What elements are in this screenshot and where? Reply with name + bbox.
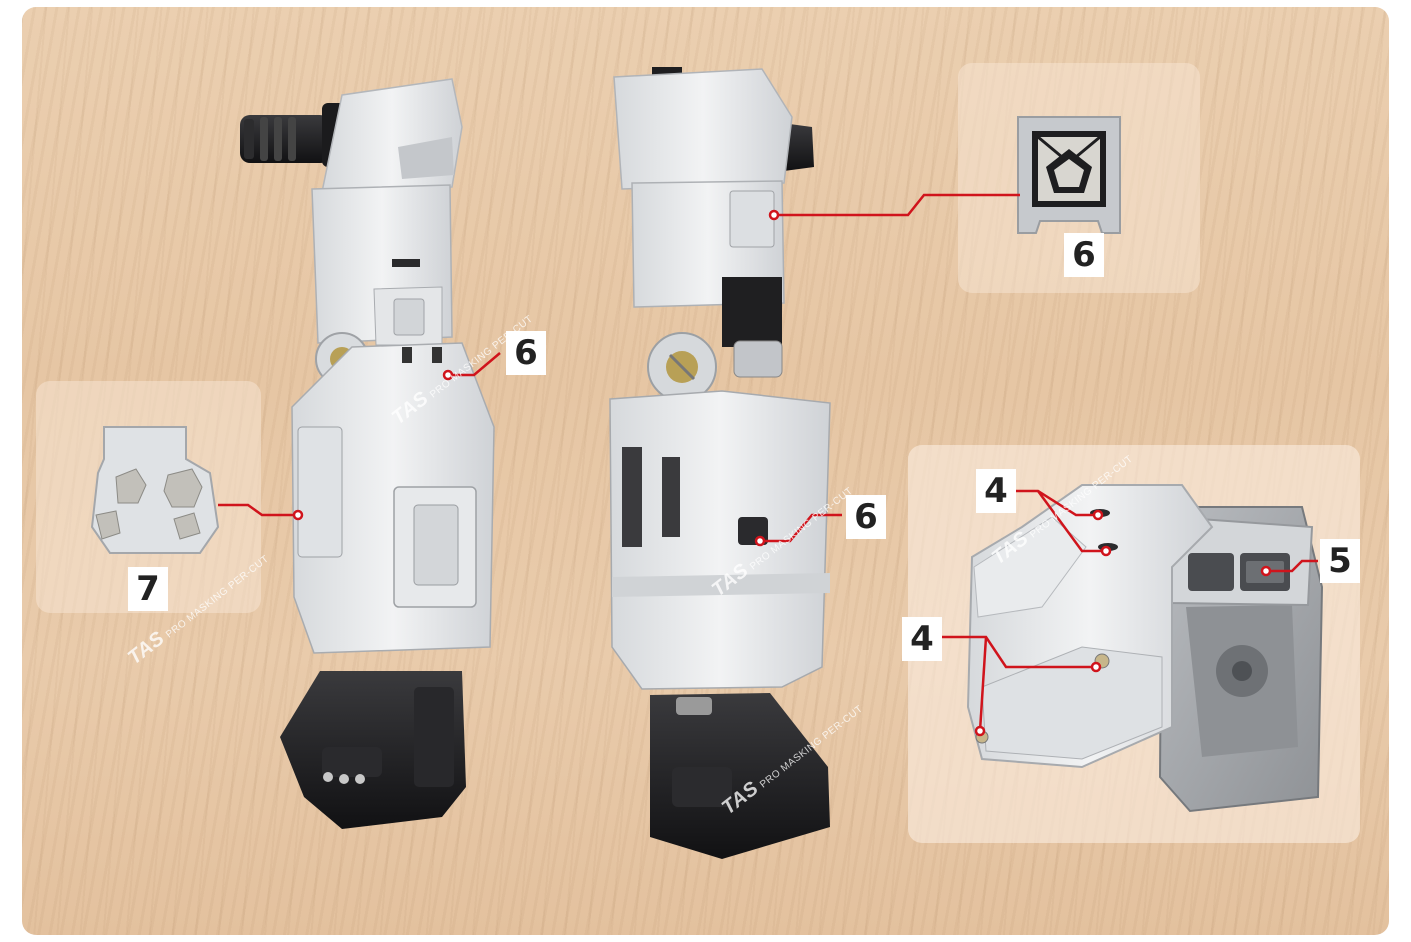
leader-left-7 [218, 503, 298, 517]
leader-right-4-mid [930, 635, 1096, 669]
part-7-piece [90, 426, 220, 554]
shoulder-block-middle [613, 68, 793, 190]
leader-right-4-top [1012, 489, 1098, 517]
callout-label-right-4-top: 4 [976, 469, 1016, 513]
callout-label-right-5: 5 [1320, 539, 1360, 583]
illustration-layer [90, 67, 1324, 859]
black-fist-middle [650, 693, 830, 859]
middle-arm-part [609, 67, 831, 859]
callout-label-left-7: 7 [128, 567, 168, 611]
callout-label-right-4-mid: 4 [902, 617, 942, 661]
leader-left-6 [448, 352, 501, 377]
black-fist [280, 671, 466, 829]
leader-middle-6-top [774, 193, 1020, 217]
detail-assembly [966, 484, 1324, 813]
upper-arm-hatch-middle [729, 190, 775, 248]
callout-label-left-6: 6 [506, 331, 546, 375]
product-photo: 6 7 6 6 4 4 5 TASPRO MASKING PER-CUT TAS… [22, 7, 1389, 935]
leader-right-4-top-b [1036, 490, 1106, 553]
leader-right-4-mid-b [978, 636, 988, 732]
leader-right-5 [1266, 559, 1318, 573]
leader-lines [218, 193, 1318, 732]
forearm-side-panel [297, 426, 343, 558]
leader-dots [292, 209, 1272, 737]
part-6-piece [1017, 116, 1121, 234]
leader-middle-6-bottom [760, 513, 842, 543]
callout-label-middle-6: 6 [846, 495, 886, 539]
callout-label-top-6: 6 [1064, 233, 1104, 277]
left-arm-part [240, 78, 495, 829]
